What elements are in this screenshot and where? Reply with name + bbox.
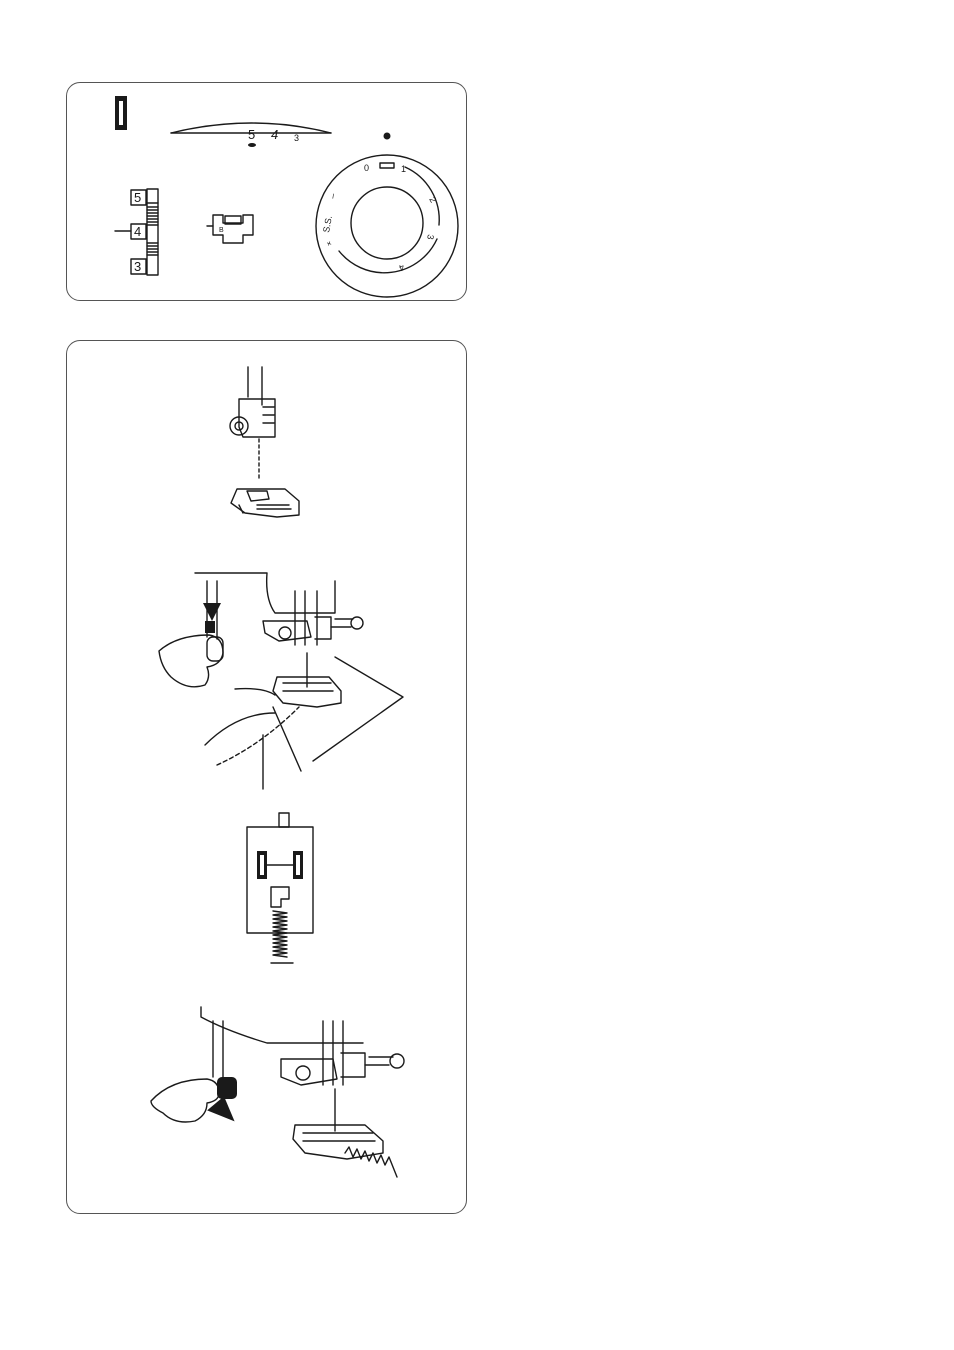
width-scale: 5 4 3 [171,123,331,147]
dial-indicator-dot [384,133,391,140]
presser-foot-letter: B [219,227,224,234]
down-arrow-icon [203,603,221,621]
figure-raise-lever [151,1007,404,1177]
figure-sew-edge [159,573,403,789]
dial-plus-label: + [323,239,334,247]
dial-label-3: 3 [425,234,436,241]
settings-panel: 5 4 3 5 4 3 [66,82,467,301]
width-label-4: 4 [271,127,278,142]
tension-label-3: 3 [134,259,141,274]
presser-foot-icon: B [207,215,253,243]
dial-ss-label: S.S. [321,215,334,233]
dial-minus-label: – [327,193,338,200]
tension-scale: 5 4 3 [115,189,158,275]
figure-attach-foot [230,367,299,517]
figure-foot-stitch-diagram [247,813,313,963]
tension-label-5: 5 [134,190,141,205]
instructions-illustration [67,341,468,1215]
instructions-panel [66,340,467,1214]
stitch-length-dial: 0 1 2 3 4 S.S. + – [316,133,458,298]
settings-illustration: 5 4 3 5 4 3 [67,83,468,302]
tension-label-4: 4 [134,224,141,239]
width-label-3: 3 [294,133,299,143]
dial-label-1: 1 [401,164,406,174]
dial-label-0: 0 [364,163,369,173]
width-label-5: 5 [248,127,255,142]
